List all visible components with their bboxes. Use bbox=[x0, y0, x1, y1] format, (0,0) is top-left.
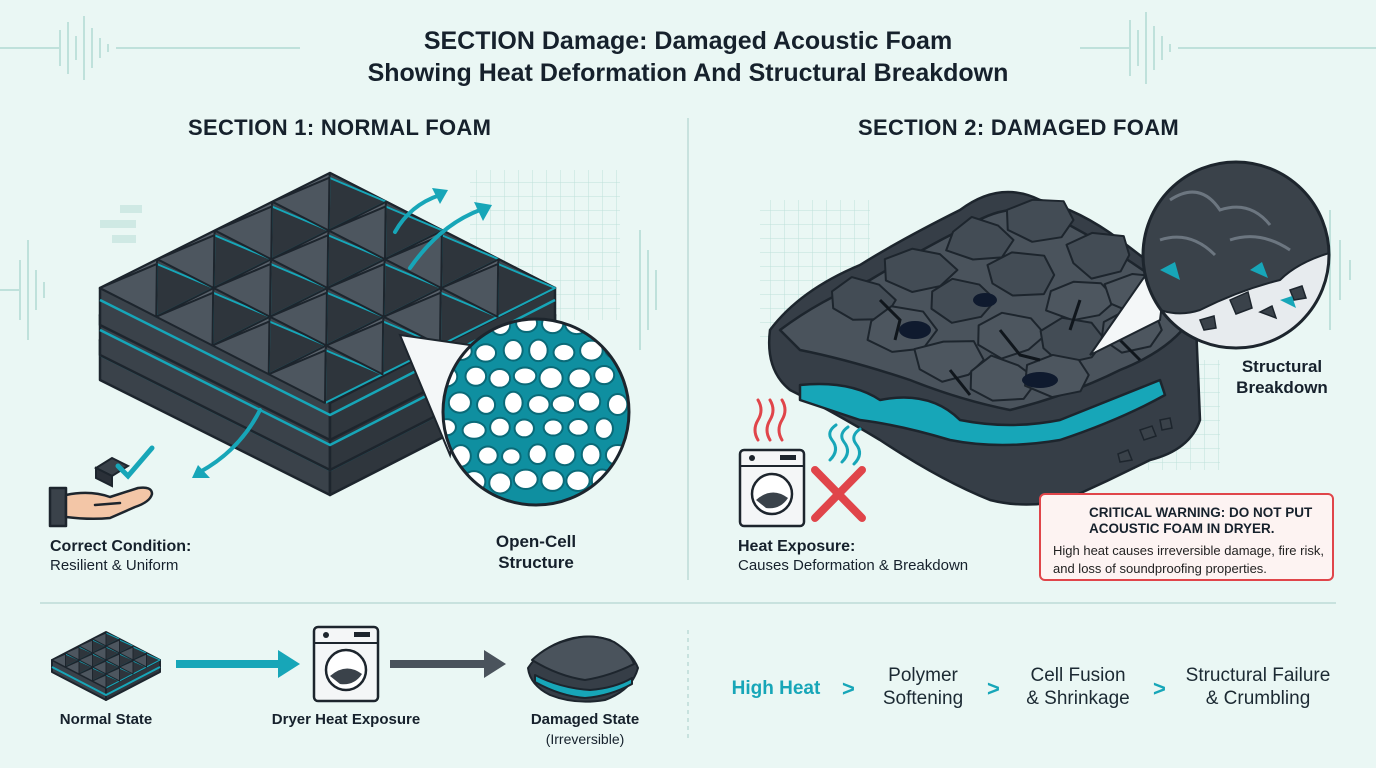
process-normal-label: Normal State bbox=[59, 711, 153, 728]
page-title-line1: SECTION Damage: Damaged Acoustic Foam bbox=[423, 27, 953, 55]
zoom2-label-line1: Structural bbox=[1241, 357, 1323, 376]
foam-pyramid-grid bbox=[99, 172, 556, 404]
page-title-line2: Showing Heat Deformation And Structural … bbox=[367, 59, 1009, 87]
zoom1-label-line2: Structure bbox=[498, 553, 574, 572]
chain-step-4-line1: Structural Failure bbox=[1185, 665, 1331, 686]
mini-pyramids bbox=[51, 631, 161, 689]
chain-step-2-line1: Polymer bbox=[888, 665, 958, 686]
mini-damaged-foam bbox=[527, 635, 639, 703]
chain-step-4-line2: & Crumbling bbox=[1205, 688, 1311, 709]
chain-step-2: Polymer Softening bbox=[864, 664, 982, 710]
chain-step-3-line1: Cell Fusion bbox=[1030, 665, 1126, 686]
critical-warning-box: CRITICAL WARNING: DO NOT PUT ACOUSTIC FO… bbox=[1039, 493, 1334, 581]
warning-body: High heat causes irreversible damage, fi… bbox=[1053, 543, 1324, 576]
cross-icon bbox=[811, 466, 866, 522]
heat-exposure-text: Causes Deformation & Breakdown bbox=[738, 557, 969, 574]
washer-dryer-icon-small bbox=[312, 625, 380, 703]
process-dryer-label: Dryer Heat Exposure bbox=[271, 711, 421, 728]
chain-step-2-line2: Softening bbox=[882, 688, 964, 709]
condition-title: Correct Condition: bbox=[50, 538, 192, 555]
arrow-right-icon bbox=[176, 650, 506, 678]
chain-step-3-line2: & Shrinkage bbox=[1026, 688, 1130, 709]
condition-text: Resilient & Uniform bbox=[50, 557, 179, 574]
waveform-icon bbox=[0, 12, 1376, 350]
process-damaged-label: Damaged State bbox=[530, 711, 640, 728]
heat-exposure-title: Heat Exposure: bbox=[738, 538, 856, 555]
warning-title: CRITICAL WARNING: DO NOT PUT ACOUSTIC FO… bbox=[1089, 505, 1313, 536]
chain-separator-1: > bbox=[842, 676, 855, 701]
airflow-arrows bbox=[198, 193, 482, 474]
chain-step-1: High Heat bbox=[731, 678, 821, 699]
section2-heading: SECTION 2: DAMAGED FOAM bbox=[858, 115, 1180, 140]
zoom1-label-line1: Open-Cell bbox=[495, 532, 577, 551]
zoom2-label-line2: Breakdown bbox=[1236, 378, 1328, 397]
process-damaged-note: (Irreversible) bbox=[545, 731, 625, 747]
heat-waves-icon bbox=[753, 398, 787, 442]
hand-icon bbox=[48, 486, 154, 528]
chain-separator-3: > bbox=[1153, 676, 1166, 701]
chain-step-4: Structural Failure & Crumbling bbox=[1174, 664, 1342, 710]
washer-dryer-icon bbox=[738, 448, 806, 528]
check-icon bbox=[93, 445, 155, 488]
section1-heading: SECTION 1: NORMAL FOAM bbox=[188, 115, 492, 140]
chain-separator-2: > bbox=[987, 676, 1000, 701]
chain-step-3: Cell Fusion & Shrinkage bbox=[1010, 664, 1146, 710]
